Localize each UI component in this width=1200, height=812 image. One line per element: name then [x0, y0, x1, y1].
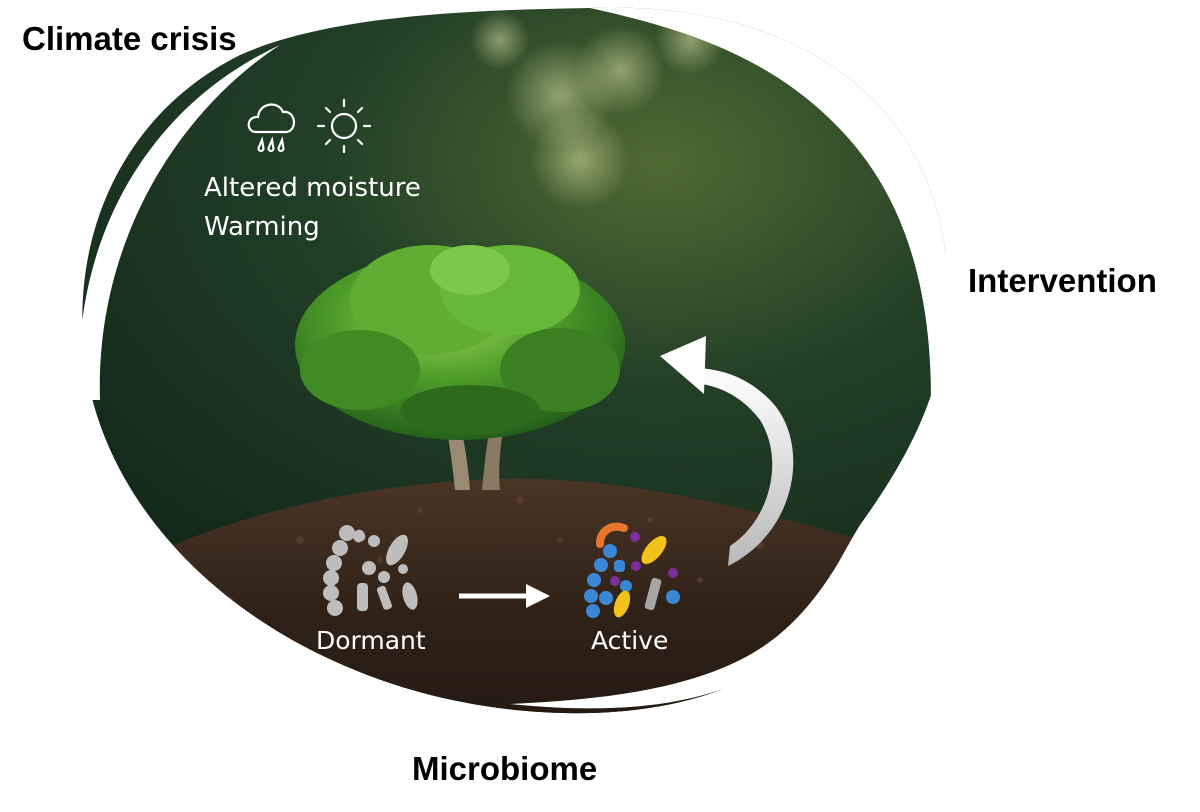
dormant-label: Dormant	[316, 626, 426, 655]
climate-crisis-label: Climate crisis	[22, 20, 237, 57]
microbiome-label: Microbiome	[412, 750, 598, 787]
dormant-microbes	[323, 525, 418, 616]
curved-arrow-icon	[660, 336, 794, 566]
active-microbes	[584, 522, 680, 618]
warming-text: Warming	[204, 212, 320, 242]
right-arrow-icon	[459, 584, 550, 608]
intervention-label: Intervention	[968, 262, 1157, 299]
sun-icon	[316, 98, 372, 154]
altered-moisture-text: Altered moisture	[204, 173, 421, 203]
rain-cloud-icon	[247, 103, 295, 153]
soil	[82, 478, 948, 714]
active-label: Active	[591, 626, 668, 655]
tree	[295, 245, 625, 490]
cycle-swoosh	[79, 7, 950, 709]
